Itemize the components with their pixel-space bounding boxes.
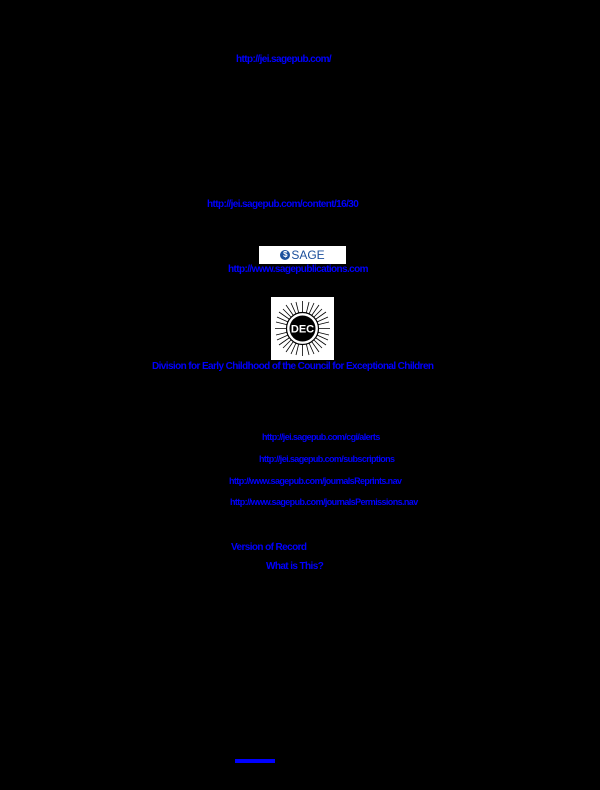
subscriptions-link[interactable]: http://jei.sagepub.com/subscriptions: [259, 454, 395, 464]
sage-publications-link[interactable]: http://www.sagepublications.com: [228, 264, 369, 275]
version-of-record-link[interactable]: Version of Record: [231, 542, 307, 553]
dec-logo: DEC: [271, 297, 334, 360]
reprints-link[interactable]: http://www.sagepub.com/journalsReprints.…: [229, 476, 402, 486]
email-alerts-link[interactable]: http://jei.sagepub.com/cgi/alerts: [262, 432, 380, 442]
what-is-this-link[interactable]: What is This?: [266, 561, 324, 572]
permissions-link[interactable]: http://www.sagepub.com/journalsPermissio…: [230, 497, 418, 507]
footer-link[interactable]: jei.sagepub: [235, 759, 275, 763]
dec-seal-icon: DEC: [275, 301, 330, 356]
article-link[interactable]: http://jei.sagepub.com/content/16/30: [207, 199, 359, 210]
sage-logo-text: SAGE: [291, 248, 325, 262]
journal-link[interactable]: http://jei.sagepub.com/: [236, 54, 332, 65]
sage-logo: $ SAGE: [259, 246, 346, 264]
dec-logo-text: DEC: [291, 324, 314, 336]
dec-link[interactable]: Division for Early Childhood of the Coun…: [152, 361, 434, 372]
sage-icon: $: [280, 250, 291, 260]
